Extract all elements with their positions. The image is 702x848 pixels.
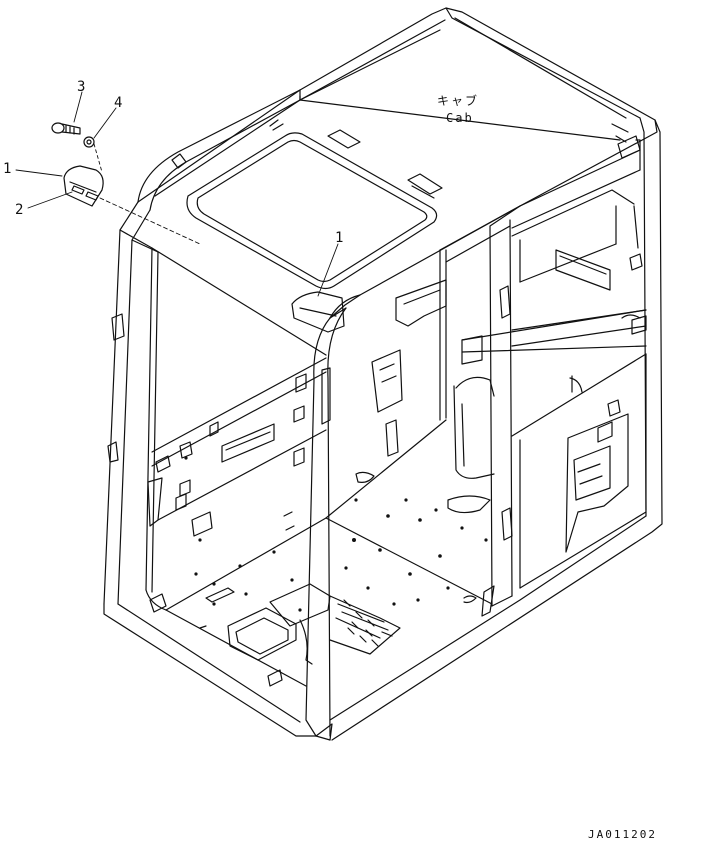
- callout-leaders: [16, 92, 338, 296]
- callout-3: 3: [77, 79, 86, 95]
- cab-front-pillar: [300, 295, 360, 740]
- cab-roof: [138, 8, 657, 318]
- callout-1-left: 1: [3, 161, 12, 177]
- cab-left-frame: [104, 202, 326, 736]
- callout-1-cab: 1: [335, 230, 344, 246]
- roof-window: [187, 133, 437, 289]
- part-washer: [84, 137, 94, 147]
- callout-4: 4: [114, 95, 123, 111]
- callout-2: 2: [15, 202, 24, 218]
- cab-label-english: Cab: [446, 111, 474, 125]
- part-bolt: [52, 123, 80, 134]
- cab-rear-wall: [462, 140, 646, 588]
- cab-label-japanese: キャブ: [437, 94, 480, 108]
- floor-bolt-holes: [184, 456, 488, 612]
- cab-rear-post: [372, 206, 520, 540]
- part-handle-cover: [64, 166, 103, 206]
- cab-floor: [150, 420, 494, 686]
- installed-handle-cover: [292, 292, 344, 332]
- cab-left-wall: [148, 358, 326, 536]
- drawing-code: JA011202: [588, 828, 657, 841]
